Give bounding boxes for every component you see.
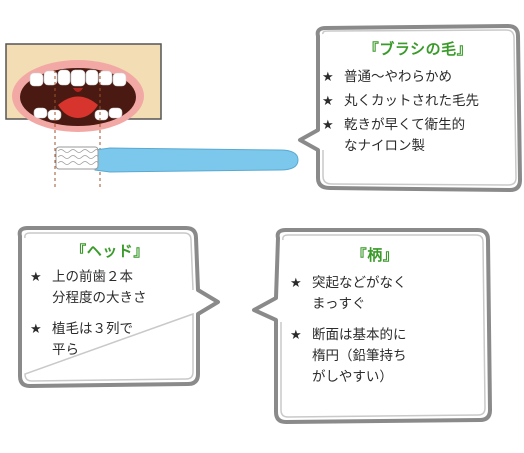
star-icon: ★ [30,322,42,337]
mouth-illustration [5,43,162,190]
handle-callout: 『柄』 ★ 突起などがなく まっすぐ ★ 断面は基本的に 楕円（鉛筆持ち がしやすい… [290,244,460,398]
head-list: ★ 上の前歯２本 分程度の大きさ ★ 植毛は３列で 平ら [30,267,190,361]
list-item: ★ 突起などがなく まっすぐ [290,273,460,315]
star-icon: ★ [290,328,302,343]
list-item: ★ 乾きが早くて衛生的 なナイロン製 [322,115,514,157]
toothbrush [55,146,299,173]
list-item-text: 突起などがなく まっすぐ [312,275,407,312]
handle-list: ★ 突起などがなく まっすぐ ★ 断面は基本的に 楕円（鉛筆持ち がしやすい） [290,273,460,388]
bristles-title: 『ブラシの毛』 [363,40,473,58]
head-title: 『ヘッド』 [71,242,149,260]
list-item-text: 乾きが早くて衛生的 なナイロン製 [344,117,466,154]
star-icon: ★ [322,70,334,85]
star-icon: ★ [322,94,334,109]
list-item-text: 上の前歯２本 分程度の大きさ [52,269,147,306]
bristles-bubble [298,24,522,192]
list-item-text: 普通〜やわらかめ [344,69,452,85]
bristles-callout: 『ブラシの毛』 ★ 普通〜やわらかめ ★ 丸くカットされた毛先 ★ 乾きが早くて衛生的… [322,38,514,160]
list-item-text: 断面は基本的に 楕円（鉛筆持ち がしやすい） [312,327,407,385]
star-icon: ★ [30,270,42,285]
star-icon: ★ [290,276,302,291]
handle-title: 『柄』 [351,246,399,264]
list-item: ★ 上の前歯２本 分程度の大きさ [30,267,190,309]
list-item: ★ 丸くカットされた毛先 [322,91,514,112]
lower-teeth [33,107,123,121]
head-bubble [17,226,220,388]
handle-bubble [252,228,492,424]
list-item-text: 植毛は３列で 平ら [52,321,133,358]
upper-teeth [29,69,127,87]
list-item: ★ 普通〜やわらかめ [322,67,514,88]
list-item-text: 丸くカットされた毛先 [344,93,479,109]
toothbrush-handle [94,147,299,173]
list-item: ★ 植毛は３列で 平ら [30,319,190,361]
bristles-list: ★ 普通〜やわらかめ ★ 丸くカットされた毛先 ★ 乾きが早くて衛生的 なナイロン製 [322,67,514,157]
star-icon: ★ [322,118,334,133]
head-callout: 『ヘッド』 ★ 上の前歯２本 分程度の大きさ ★ 植毛は３列で 平ら [30,240,190,371]
tongue [58,96,98,118]
list-item: ★ 断面は基本的に 楕円（鉛筆持ち がしやすい） [290,325,460,388]
